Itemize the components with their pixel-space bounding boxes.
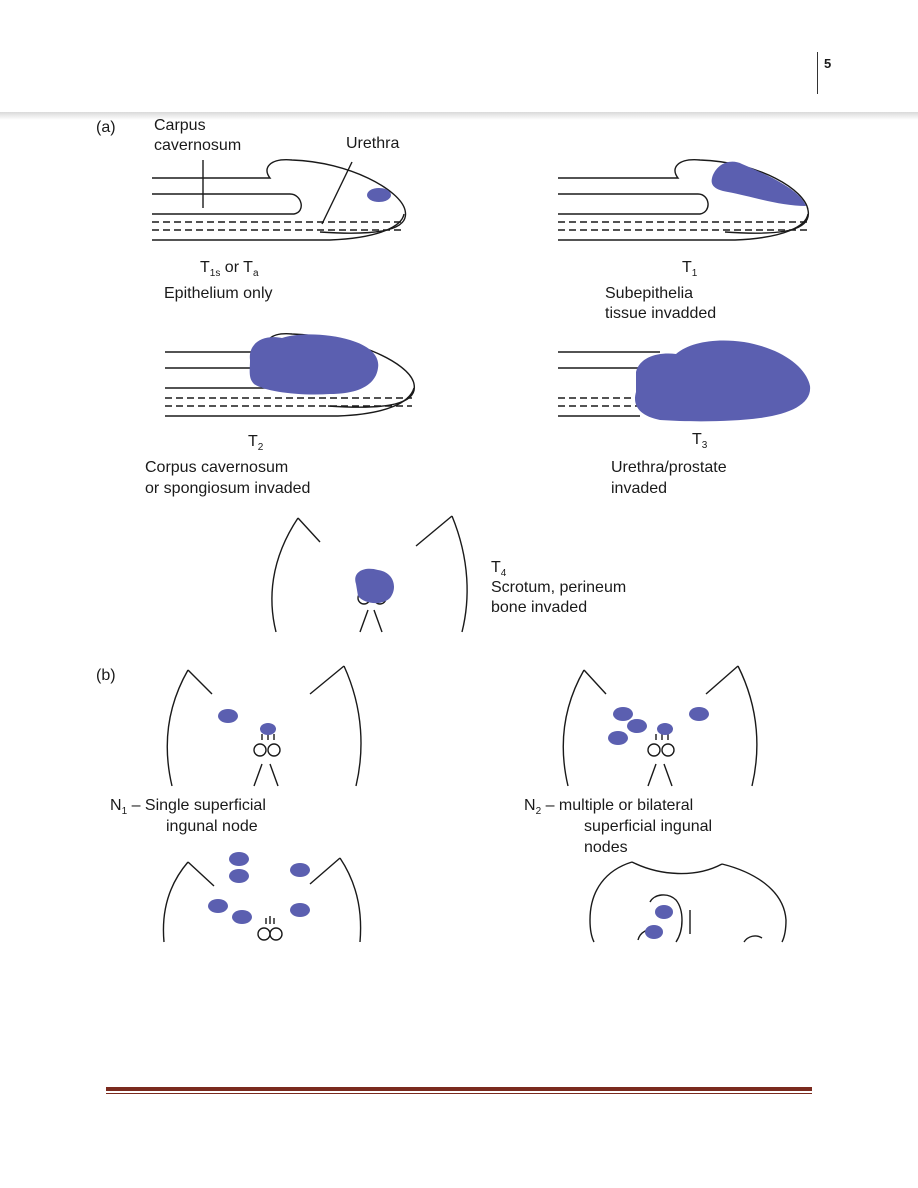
tumor-t1s bbox=[367, 188, 391, 202]
node-label-n2-line3: nodes bbox=[584, 839, 628, 856]
metastasis-m1-b bbox=[645, 925, 663, 939]
tumor-t4 bbox=[355, 568, 394, 604]
tumor-t3 bbox=[635, 340, 811, 422]
node-label-n1-line1: N1 – Single superficial bbox=[110, 797, 266, 817]
lymph-node-n3-c bbox=[290, 863, 310, 877]
stage-desc-t2-line1: Corpus cavernosum bbox=[145, 459, 288, 476]
lymph-node-n2-b bbox=[627, 719, 647, 733]
groin-diagram-n2 bbox=[562, 665, 758, 787]
penis-diagram-t1 bbox=[558, 159, 810, 241]
tumor-t2 bbox=[249, 334, 379, 395]
groin-diagram-n1 bbox=[166, 665, 362, 787]
callout-carpus: Carpus bbox=[154, 117, 206, 134]
torso-diagram-m1 bbox=[589, 861, 787, 943]
groin-diagram-n3 bbox=[162, 857, 362, 943]
panel-a-label: (a) bbox=[96, 119, 116, 136]
tumor-t1 bbox=[711, 161, 806, 206]
lymph-node-n3-a bbox=[229, 852, 249, 866]
lymph-node-n2-a bbox=[613, 707, 633, 721]
node-label-n1-line2: ingunal node bbox=[166, 818, 258, 835]
node-label-n2-line2: superficial ingunal bbox=[584, 818, 712, 835]
stage-label-t1s: T1s or Ta bbox=[200, 259, 259, 279]
page-number-rule bbox=[817, 52, 818, 94]
lymph-node-n1-a bbox=[218, 709, 238, 723]
panel-b-label: (b) bbox=[96, 667, 116, 684]
stage-desc-t2-line2: or spongiosum invaded bbox=[145, 480, 310, 497]
stage-desc-t4-line2: bone invaded bbox=[491, 599, 587, 616]
callout-cavernosum: cavernosum bbox=[154, 137, 241, 154]
callout-urethra: Urethra bbox=[346, 135, 399, 152]
lymph-node-n3-e bbox=[232, 910, 252, 924]
stage-label-t1: T1 bbox=[682, 259, 698, 279]
stage-desc-t1-line1: Subepithelia bbox=[605, 285, 693, 302]
stage-desc-t1-line2: tissue invadded bbox=[605, 305, 716, 322]
stage-label-t4: T4 bbox=[491, 559, 507, 579]
stage-desc-t1s: Epithelium only bbox=[164, 285, 273, 302]
metastasis-m1-a bbox=[655, 905, 673, 919]
stage-desc-t3-line2: invaded bbox=[611, 480, 667, 497]
footer-rule bbox=[106, 1087, 812, 1091]
node-label-n2-line1: N2 – multiple or bilateral bbox=[524, 797, 693, 817]
footer-rule-thin bbox=[106, 1093, 812, 1094]
page-number: 5 bbox=[824, 56, 832, 71]
header-divider bbox=[0, 112, 918, 120]
stage-label-t2: T2 bbox=[248, 433, 264, 453]
lymph-node-n1-b bbox=[260, 723, 276, 735]
penis-diagram-t1s bbox=[152, 159, 407, 241]
stage-desc-t4-line1: Scrotum, perineum bbox=[491, 579, 626, 596]
stage-label-t3: T3 bbox=[692, 431, 708, 451]
lymph-node-n2-d bbox=[657, 723, 673, 735]
stage-desc-t3-line1: Urethra/prostate bbox=[611, 459, 727, 476]
lymph-node-n3-d bbox=[208, 899, 228, 913]
lymph-node-n2-c bbox=[608, 731, 628, 745]
lymph-node-n2-e bbox=[689, 707, 709, 721]
lymph-node-n3-b bbox=[229, 869, 249, 883]
lymph-node-n3-f bbox=[290, 903, 310, 917]
